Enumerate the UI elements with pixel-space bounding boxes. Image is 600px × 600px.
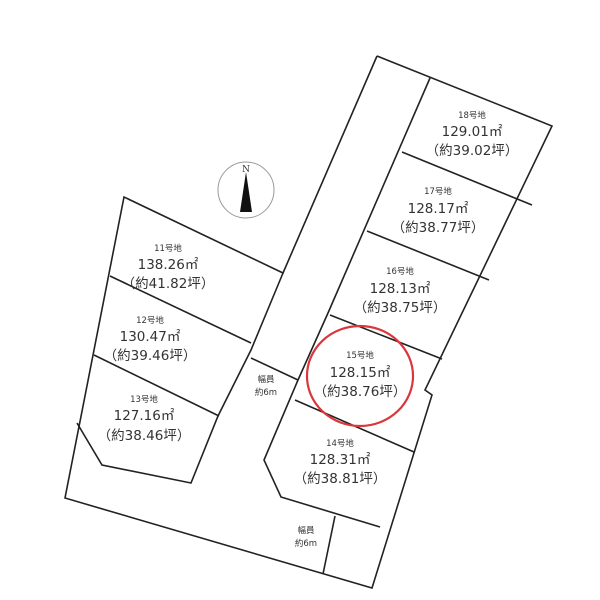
svg-text:幅員: 幅員 (257, 374, 275, 385)
highlight-circle (305, 324, 415, 428)
svg-text:（約38.75坪）: （約38.75坪） (354, 300, 447, 316)
svg-text:15号地: 15号地 (346, 350, 374, 361)
outer-boundary (64, 55, 554, 589)
road-right-edge (263, 77, 431, 528)
lot-14: 14号地 128.31㎡ （約38.81坪） (294, 438, 387, 487)
svg-text:18号地: 18号地 (458, 110, 486, 121)
lot-15: 15号地 128.15㎡ （約38.76坪） (314, 350, 407, 400)
lot-12: 12号地 130.47㎡ （約39.46坪） (104, 315, 197, 364)
svg-text:（約38.46坪）: （約38.46坪） (98, 428, 191, 444)
divider-15-16 (329, 314, 443, 360)
svg-text:128.31㎡: 128.31㎡ (310, 452, 371, 468)
bottom-road-edge (322, 515, 336, 575)
divider-11-12 (109, 275, 252, 344)
svg-text:（約39.46坪）: （約39.46坪） (104, 348, 197, 364)
svg-text:14号地: 14号地 (326, 438, 354, 449)
divider-17-18 (401, 151, 533, 206)
north-compass-icon: N (217, 161, 275, 219)
svg-text:（約38.81坪）: （約38.81坪） (294, 471, 387, 487)
svg-text:（約38.76坪）: （約38.76坪） (314, 384, 407, 400)
svg-text:幅員: 幅員 (297, 525, 315, 536)
svg-text:138.26㎡: 138.26㎡ (138, 257, 199, 273)
svg-text:16号地: 16号地 (386, 266, 414, 277)
svg-text:13号地: 13号地 (130, 394, 158, 405)
svg-text:127.16㎡: 127.16㎡ (114, 408, 175, 424)
svg-text:128.15㎡: 128.15㎡ (330, 365, 391, 381)
road-width-label: 幅員 約6m (295, 525, 317, 549)
svg-text:11号地: 11号地 (154, 243, 182, 254)
road-width-label: 幅員 約6m (255, 374, 277, 398)
svg-text:129.01㎡: 129.01㎡ (442, 124, 503, 140)
svg-text:130.47㎡: 130.47㎡ (120, 329, 181, 345)
road-crossing (250, 357, 299, 381)
lot-16: 16号地 128.13㎡ （約38.75坪） (354, 266, 447, 316)
lot-18: 18号地 129.01㎡ （約39.02坪） (426, 110, 519, 159)
divider-16-17 (366, 230, 490, 281)
lot-11: 11号地 138.26㎡ （約41.82坪） (122, 243, 215, 292)
svg-text:128.17㎡: 128.17㎡ (408, 201, 469, 217)
svg-text:約6m: 約6m (255, 387, 277, 398)
lot-17: 17号地 128.17㎡ （約38.77坪） (392, 186, 485, 236)
svg-text:N: N (242, 165, 250, 175)
svg-text:（約39.02坪）: （約39.02坪） (426, 143, 519, 159)
svg-text:128.13㎡: 128.13㎡ (370, 281, 431, 297)
lot-13: 13号地 127.16㎡ （約38.46坪） (98, 394, 191, 444)
svg-text:12号地: 12号地 (136, 315, 164, 326)
svg-text:（約41.82坪）: （約41.82坪） (122, 276, 215, 292)
svg-text:17号地: 17号地 (424, 186, 452, 197)
svg-text:約6m: 約6m (295, 538, 317, 549)
divider-12-13 (93, 354, 220, 417)
road-left-edge (76, 272, 284, 484)
svg-text:（約38.77坪）: （約38.77坪） (392, 220, 485, 236)
